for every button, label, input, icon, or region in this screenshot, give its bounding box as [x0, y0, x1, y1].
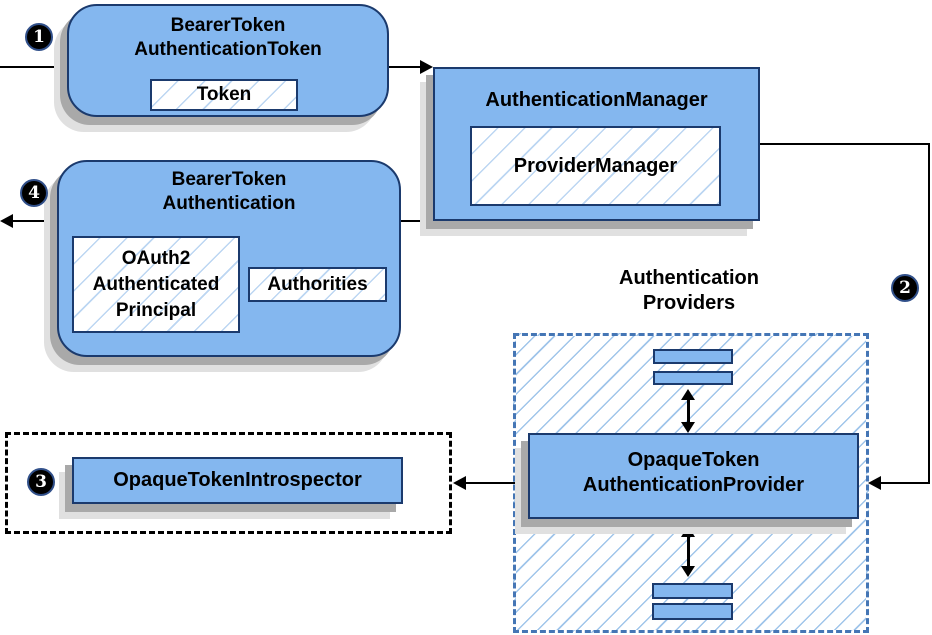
token-label: Token	[196, 84, 252, 105]
manager-to-provider-line-vertical	[928, 143, 930, 484]
double-arrow-up-icon	[681, 389, 695, 400]
node-title-line: BearerToken	[171, 169, 287, 190]
node-provider-manager: ProviderManager	[470, 126, 721, 206]
principal-label-line: Authenticated	[92, 273, 220, 295]
provider-stack-bar	[653, 349, 733, 364]
node-title: BearerToken Authentication	[59, 168, 399, 216]
node-title-line: OpaqueTokenIntrospector	[113, 469, 362, 491]
arrowhead-left-icon	[868, 476, 881, 490]
step-1-badge: 1	[25, 23, 53, 51]
node-title-line: Authentication	[162, 193, 296, 214]
node-authorities: Authorities	[248, 267, 387, 302]
manager-to-provider-line-horizontal	[759, 143, 930, 145]
provider-to-introspector-line	[466, 482, 528, 484]
node-title: BearerToken AuthenticationToken	[69, 14, 387, 62]
double-arrow-shaft	[687, 535, 690, 568]
node-title: AuthenticationManager	[435, 88, 758, 113]
node-title-line: AuthenticationProvider	[582, 474, 805, 496]
provider-stack-bar	[652, 603, 733, 620]
introspector-container	[5, 432, 452, 534]
node-opaque-token-authentication-provider: OpaqueToken AuthenticationProvider	[528, 433, 859, 519]
authentication-outgoing-line	[12, 220, 58, 222]
arrowhead-left-icon	[453, 476, 466, 490]
node-oauth2-authenticated-principal: OAuth2 Authenticated Principal	[72, 236, 240, 333]
node-title-line: BearerToken	[170, 15, 286, 36]
double-arrow-down-icon	[681, 422, 695, 433]
manager-to-authentication-line	[401, 220, 433, 222]
authentication-providers-label: Authentication Providers	[589, 266, 789, 316]
node-title-line: AuthenticationToken	[134, 39, 322, 60]
authorities-label: Authorities	[267, 273, 368, 295]
arrowhead-right-icon	[420, 60, 433, 74]
label-line: Providers	[642, 292, 736, 314]
double-arrow-down-icon	[681, 566, 695, 577]
incoming-request-line	[0, 66, 68, 68]
provider-manager-label: ProviderManager	[513, 154, 678, 177]
double-arrow-up-icon	[681, 526, 695, 537]
node-title-line: OpaqueToken	[627, 449, 760, 471]
node-title: OpaqueToken AuthenticationProvider	[530, 448, 857, 498]
label-line: Authentication	[619, 267, 759, 289]
node-token: Token	[150, 79, 298, 111]
step-3-badge: 3	[27, 468, 55, 496]
principal-label-line: OAuth2	[121, 247, 191, 269]
node-opaque-token-introspector: OpaqueTokenIntrospector	[72, 457, 403, 504]
provider-inbound-line	[880, 482, 930, 484]
principal-label-line: Principal	[115, 299, 197, 321]
token-to-manager-line	[389, 66, 423, 68]
provider-stack-bar	[652, 583, 733, 599]
step-2-badge: 2	[891, 274, 919, 302]
step-4-badge: 4	[20, 179, 48, 207]
double-arrow-shaft	[687, 398, 690, 425]
node-title-line: AuthenticationManager	[485, 89, 708, 111]
arrowhead-left-icon	[0, 214, 13, 228]
provider-stack-bar	[653, 371, 733, 385]
